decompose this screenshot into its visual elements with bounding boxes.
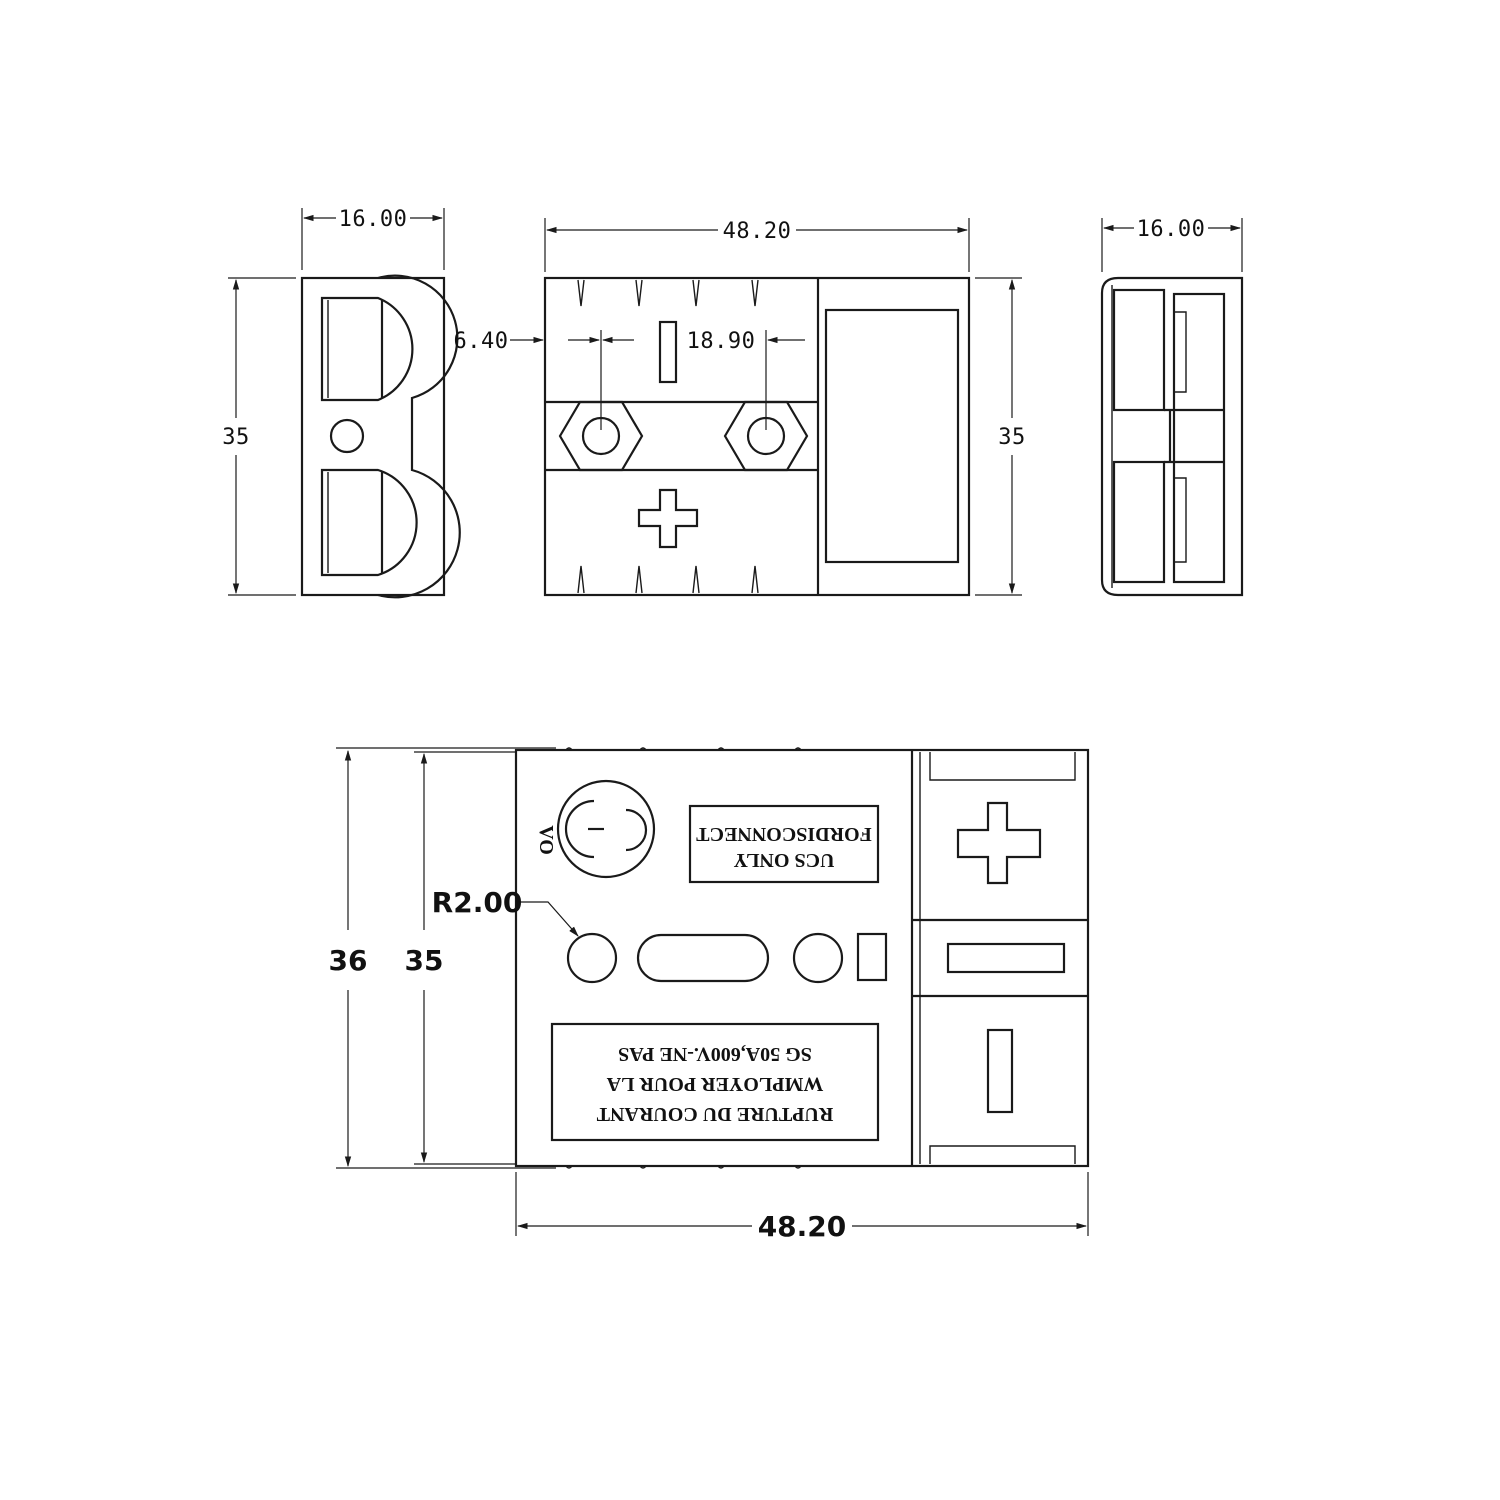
front-view: 6.40 18.90 48.20 35 xyxy=(454,218,1026,597)
dim-front-height: 35 xyxy=(998,425,1026,450)
side-view-left: 16.00 35 xyxy=(222,207,461,599)
dim-side-right-width: 16.00 xyxy=(1137,217,1206,242)
top-view: VO UCS ONLY FORDISCONNECT R2.00 RUPTURE … xyxy=(329,747,1090,1243)
mark-vo: VO xyxy=(535,825,557,855)
dim-front-pin-spacing: 18.90 xyxy=(687,329,756,354)
plate-bottom-line3: SG 50A,600V.-NE PAS xyxy=(618,1043,812,1065)
dim-bottom-width: 48.20 xyxy=(758,1210,847,1243)
dim-front-pin-offset: 6.40 xyxy=(454,329,509,354)
dim-front-width: 48.20 xyxy=(723,219,792,244)
dim-side-left-height: 35 xyxy=(222,425,250,450)
dim-side-left-width: 16.00 xyxy=(339,207,408,232)
dim-bottom-outer-height: 36 xyxy=(329,944,368,977)
plate-top-line1: UCS ONLY xyxy=(733,849,835,871)
dim-bottom-inner-height: 35 xyxy=(405,944,444,977)
plate-bottom-line2: WMPLOYER POUR LA xyxy=(606,1073,823,1095)
plate-bottom-line1: RUPTURE DU COURANT xyxy=(596,1103,833,1125)
plate-top-line2: FORDISCONNECT xyxy=(696,823,872,845)
side-view-right: 16.00 xyxy=(1100,217,1244,597)
dim-bottom-radius: R2.00 xyxy=(432,886,523,919)
